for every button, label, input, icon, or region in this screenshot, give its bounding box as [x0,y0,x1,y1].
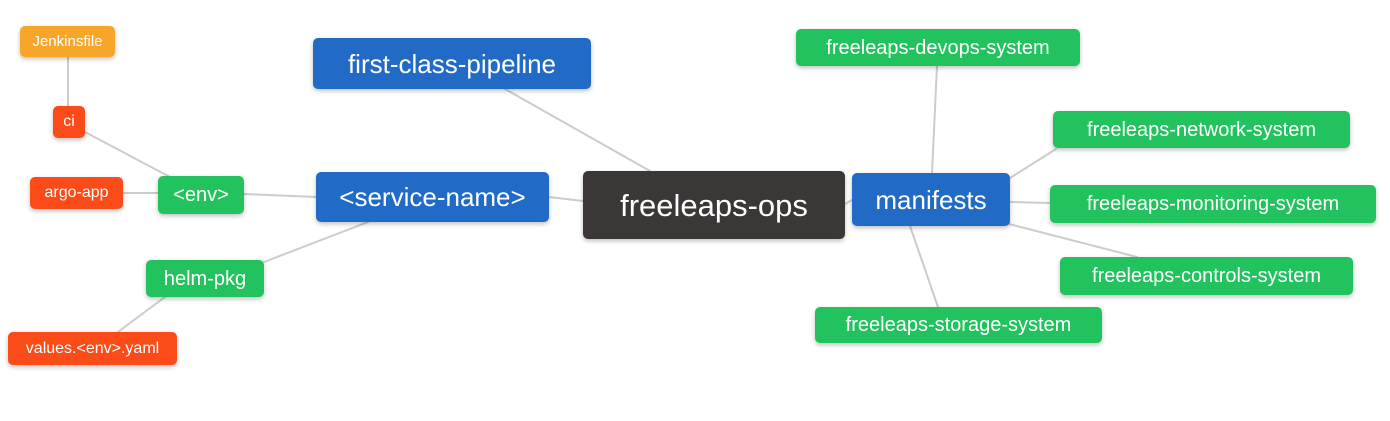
edge-manifests-devops [931,65,938,174]
node-first-class-pipeline[interactable]: first-class-pipeline [313,38,591,89]
edge-values-helm-pkg [117,296,166,333]
node-freeleaps-monitoring-system[interactable]: freeleaps-monitoring-system [1050,185,1376,223]
edge-manifests-storage [909,225,939,308]
edge-env-service-name [243,193,317,198]
edge-ops-manifests [844,199,853,205]
node-freeleaps-devops-system[interactable]: freeleaps-devops-system [796,29,1080,66]
node-manifests[interactable]: manifests [852,173,1010,226]
node-freeleaps-ops-root[interactable]: freeleaps-ops [583,171,845,239]
node-argo-app[interactable]: argo-app [30,177,123,209]
edge-helm-pkg-service-name [263,221,369,263]
edge-manifests-network [1009,148,1057,179]
node-values-env-yaml[interactable]: values.<env>.yaml [8,332,177,365]
edge-fcp-ops [504,88,651,172]
node-helm-pkg[interactable]: helm-pkg [146,260,264,297]
node-service-name[interactable]: <service-name> [316,172,549,222]
edge-ci-env [84,131,171,178]
node-freeleaps-network-system[interactable]: freeleaps-network-system [1053,111,1350,148]
node-freeleaps-storage-system[interactable]: freeleaps-storage-system [815,307,1102,343]
edge-manifests-controls [1008,223,1138,258]
node-env[interactable]: <env> [158,176,244,214]
edge-manifests-monitoring [1009,201,1051,204]
node-freeleaps-controls-system[interactable]: freeleaps-controls-system [1060,257,1353,295]
node-jenkinsfile[interactable]: Jenkinsfile [20,26,115,57]
edge-service-name-ops [548,196,584,202]
node-ci[interactable]: ci [53,106,85,138]
